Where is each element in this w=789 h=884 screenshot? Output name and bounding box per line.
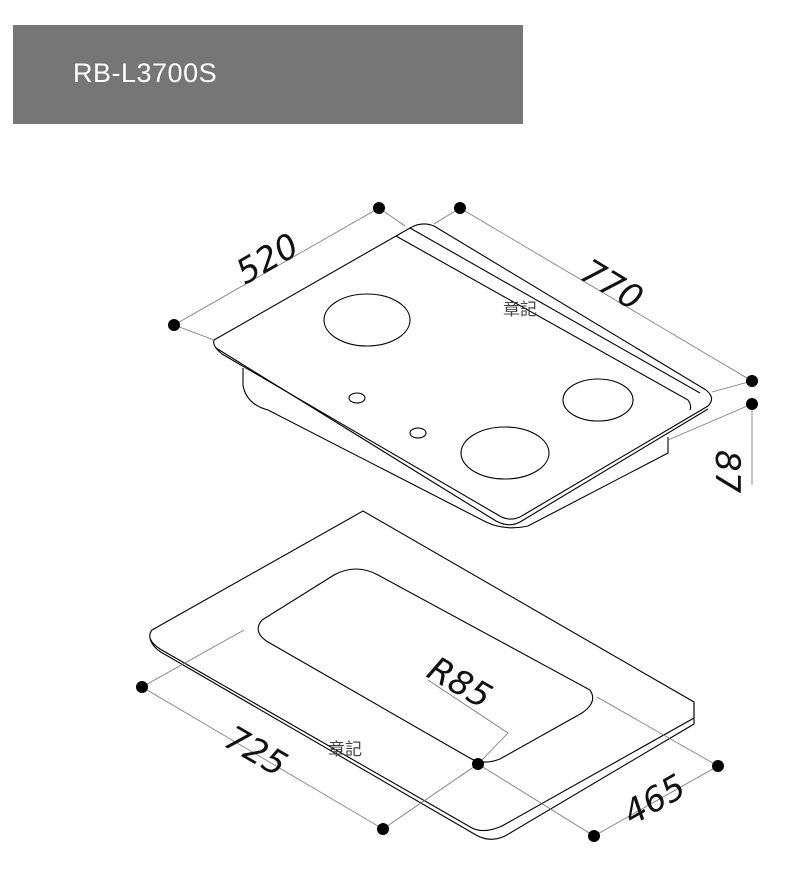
burner-left <box>323 293 411 347</box>
cooktop <box>213 223 713 529</box>
dim-point <box>377 823 389 835</box>
cooktop-front-edge <box>215 347 709 526</box>
knob-left <box>348 392 366 404</box>
model-name: RB-L3700S <box>73 58 218 88</box>
depth-label-520: 520 <box>230 226 306 293</box>
dim-point <box>373 202 385 214</box>
burner-right <box>562 378 634 422</box>
width-label-725: 725 <box>218 718 294 785</box>
cutout-dimension-points <box>136 681 724 842</box>
dim-point <box>168 319 180 331</box>
height-label-87: 87 <box>707 450 747 494</box>
cooktop-body <box>242 368 669 529</box>
dim-point <box>712 760 724 772</box>
dim-point <box>746 375 758 387</box>
cooktop-dimension-points <box>168 202 758 410</box>
countertop <box>149 510 695 840</box>
watermark-top: 章記 <box>503 300 537 320</box>
cooktop-rear-strip-top <box>409 227 701 394</box>
cutout-dimensions <box>141 629 719 837</box>
burner-front <box>460 426 550 480</box>
cutout-hole <box>257 568 594 763</box>
dim-point <box>472 758 484 770</box>
depth-label-465: 465 <box>617 767 693 834</box>
counter-top-face <box>149 510 695 832</box>
radius-label-r85: R85 <box>421 649 499 717</box>
dim-point <box>588 830 600 842</box>
width-label-770: 770 <box>573 251 649 319</box>
dim-point <box>746 398 758 410</box>
dim-point <box>136 681 148 693</box>
dim-point <box>454 202 466 214</box>
knob-right <box>409 427 427 439</box>
counter-front-edge <box>149 637 695 840</box>
cooktop-rear-strip <box>395 235 692 411</box>
cooktop-top <box>213 223 713 520</box>
watermark-bottom: 章記 <box>328 740 362 760</box>
model-header: RB-L3700S <box>13 25 523 124</box>
